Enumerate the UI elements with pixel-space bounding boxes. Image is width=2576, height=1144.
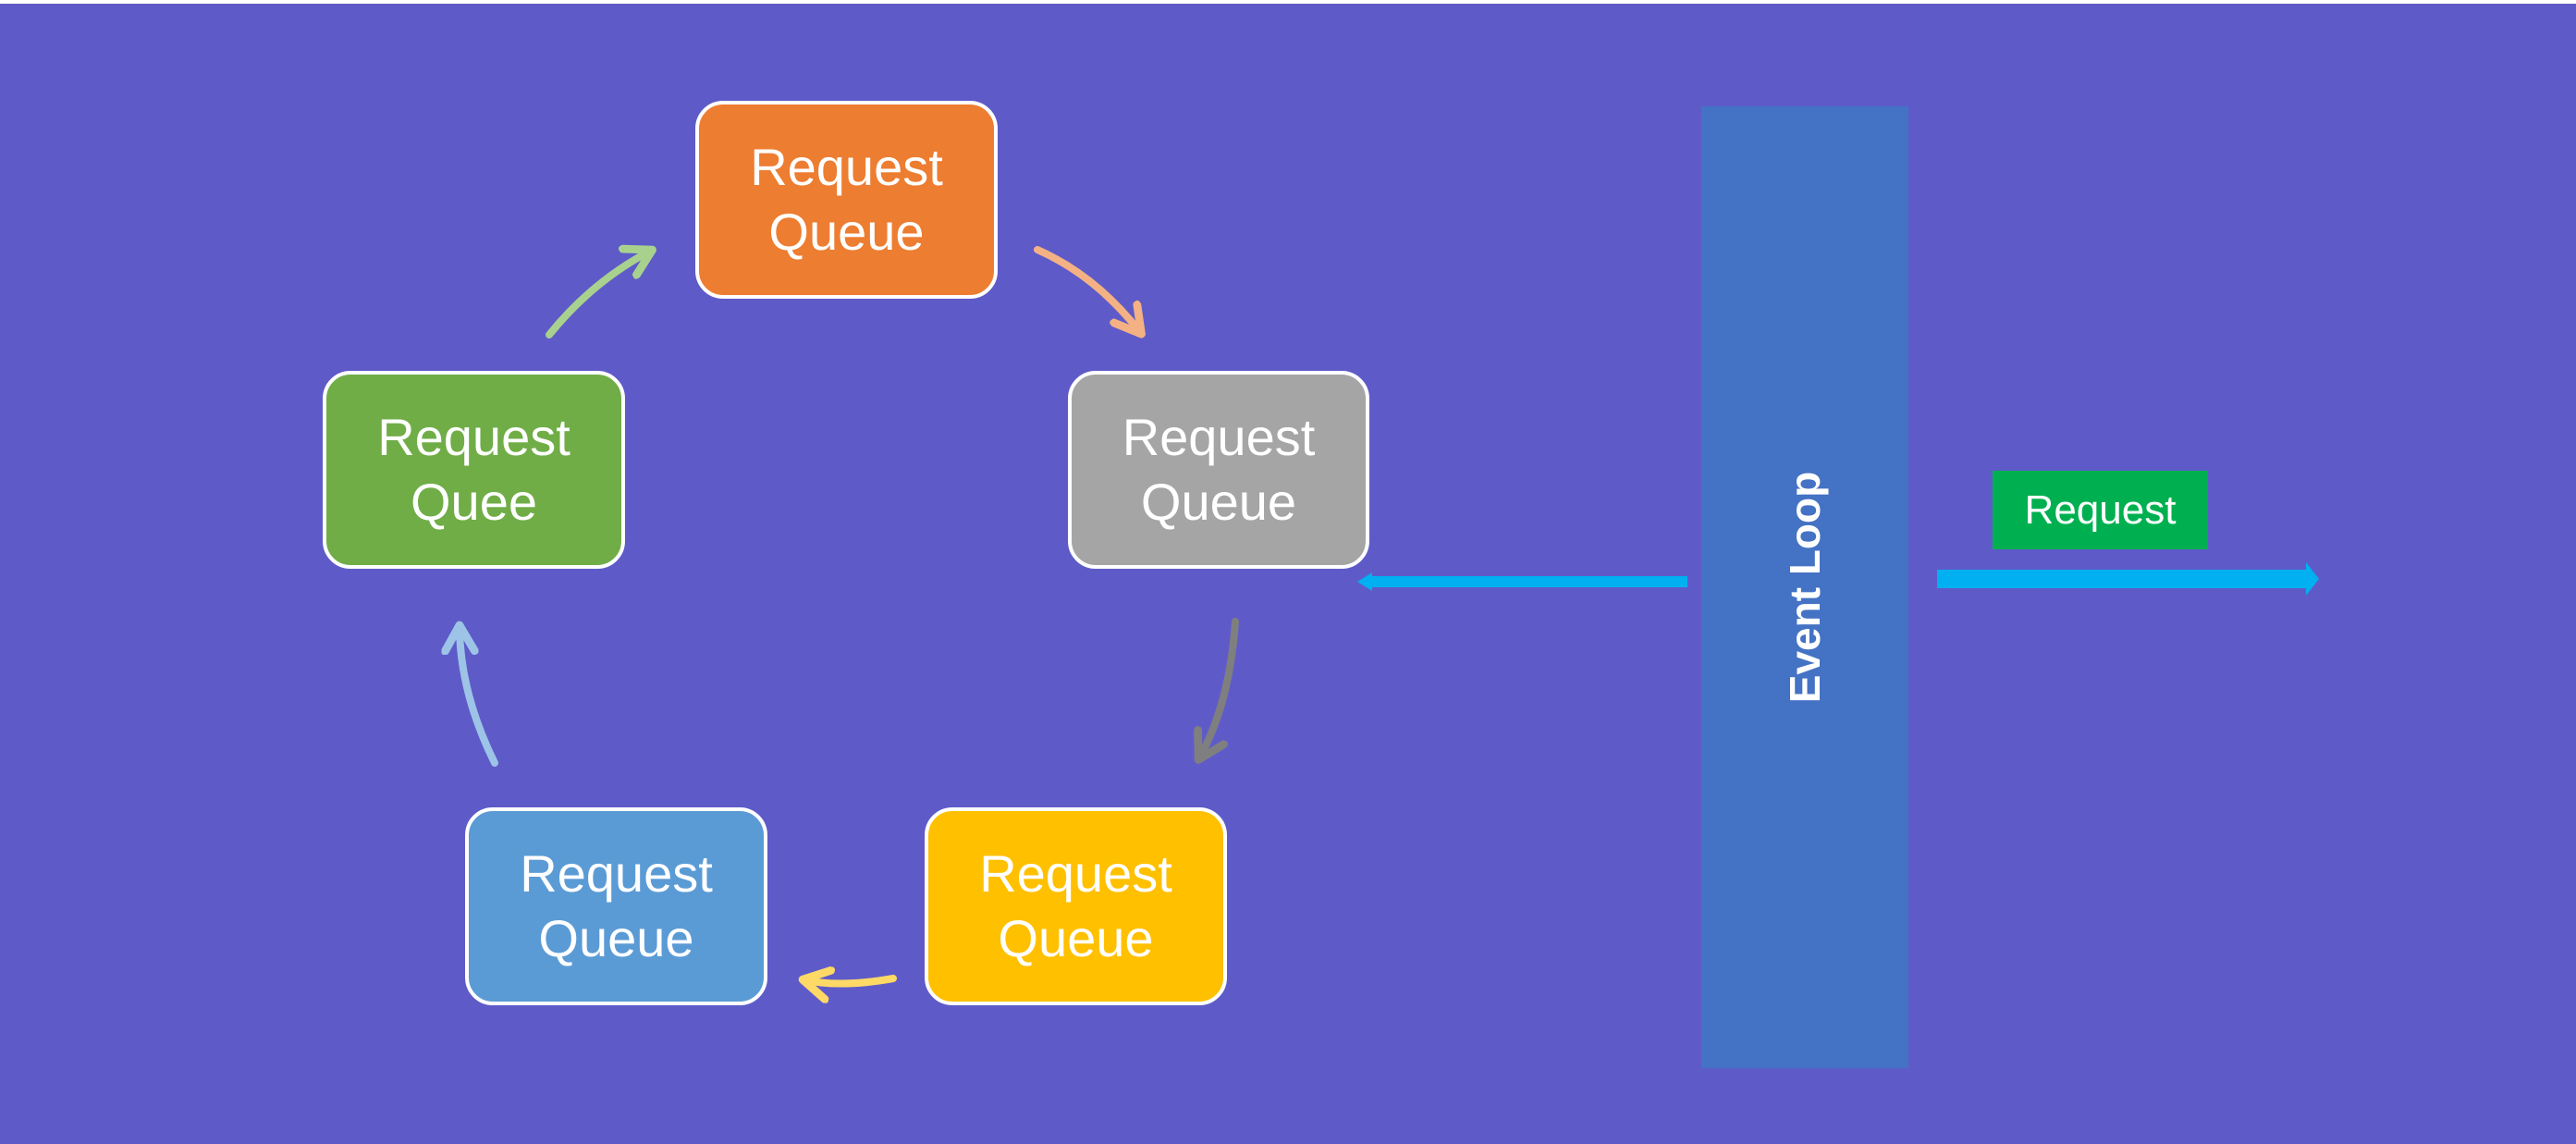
arrow-orange-to-gray bbox=[1034, 246, 1139, 331]
queue-label-line1: Request bbox=[979, 844, 1172, 903]
queue-label-line2: Queue bbox=[998, 909, 1154, 967]
request-queue-yellow: Request Queue bbox=[925, 807, 1227, 1005]
event-loop-label: Event Loop bbox=[1781, 471, 1829, 704]
request-queue-orange: Request Queue bbox=[695, 101, 998, 299]
arrow-green-to-orange bbox=[546, 252, 649, 338]
request-queue-gray: Request Queue bbox=[1068, 371, 1369, 569]
queue-label-line2: Quee bbox=[410, 473, 537, 531]
event-loop-bar: Event Loop bbox=[1701, 106, 1908, 1068]
queue-label-line1: Request bbox=[750, 138, 943, 196]
queue-label-line1: Request bbox=[520, 844, 713, 903]
queue-label-line2: Queue bbox=[1140, 473, 1297, 531]
arrow-blue-to-green bbox=[460, 629, 498, 767]
connector-request-out-head bbox=[2306, 562, 2319, 596]
arrow-yellow-to-blue bbox=[806, 978, 897, 984]
request-queue-green: Request Quee bbox=[323, 371, 625, 569]
queue-label-line1: Request bbox=[1122, 408, 1316, 466]
queue-label-line1: Request bbox=[377, 408, 570, 466]
connector-event-loop-to-queue-head bbox=[1357, 572, 1372, 591]
arrow-gray-to-yellow bbox=[1200, 618, 1239, 757]
request-tag: Request bbox=[1993, 471, 2208, 549]
request-queue-blue: Request Queue bbox=[465, 807, 767, 1005]
queue-label-line2: Queue bbox=[538, 909, 694, 967]
queue-label-line2: Queue bbox=[768, 203, 925, 261]
